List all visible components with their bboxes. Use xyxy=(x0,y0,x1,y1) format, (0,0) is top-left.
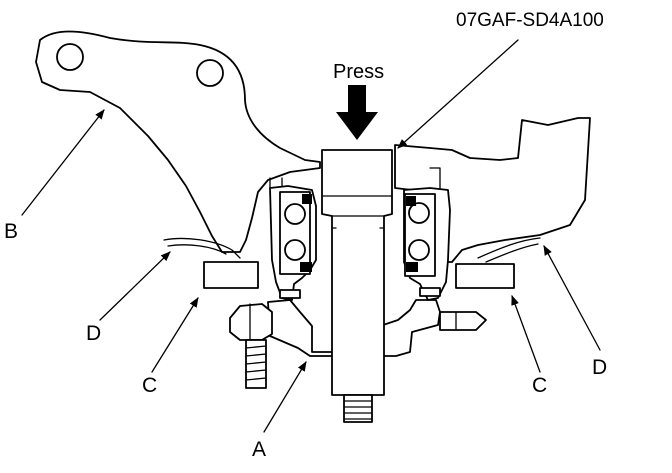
bearing-ball xyxy=(408,202,430,224)
callout-a: A xyxy=(252,438,266,461)
bearing-ball xyxy=(284,239,306,261)
press-label: Press xyxy=(333,61,384,83)
spacer-c-left xyxy=(203,261,259,289)
bearing-left xyxy=(269,177,317,301)
bearing-ball xyxy=(284,203,306,225)
callout-b: B xyxy=(4,220,18,243)
dust-shield-d-left xyxy=(163,237,241,259)
mounting-hole xyxy=(196,59,224,87)
callout-c-right: C xyxy=(532,374,547,397)
dust-shield-d-right xyxy=(477,237,541,259)
dust-shield-d-right-inner xyxy=(485,243,539,263)
tool-number-label: 07GAF-SD4A100 xyxy=(456,10,604,31)
wheel-stud-bolt xyxy=(229,303,273,389)
knuckle-upper-arm xyxy=(35,30,321,253)
mounting-hole xyxy=(56,43,84,71)
bearing-ball xyxy=(408,239,430,261)
bearing-right xyxy=(403,187,451,301)
press-arrow-icon xyxy=(336,85,378,140)
callout-c-left: C xyxy=(142,374,157,397)
dust-shield-d-left-inner xyxy=(167,244,227,255)
leader-lines xyxy=(21,39,601,433)
callout-d-left: D xyxy=(86,322,101,345)
spacer-c-right xyxy=(455,263,515,289)
press-tool-shaft xyxy=(321,149,393,423)
callout-d-right: D xyxy=(592,356,607,379)
